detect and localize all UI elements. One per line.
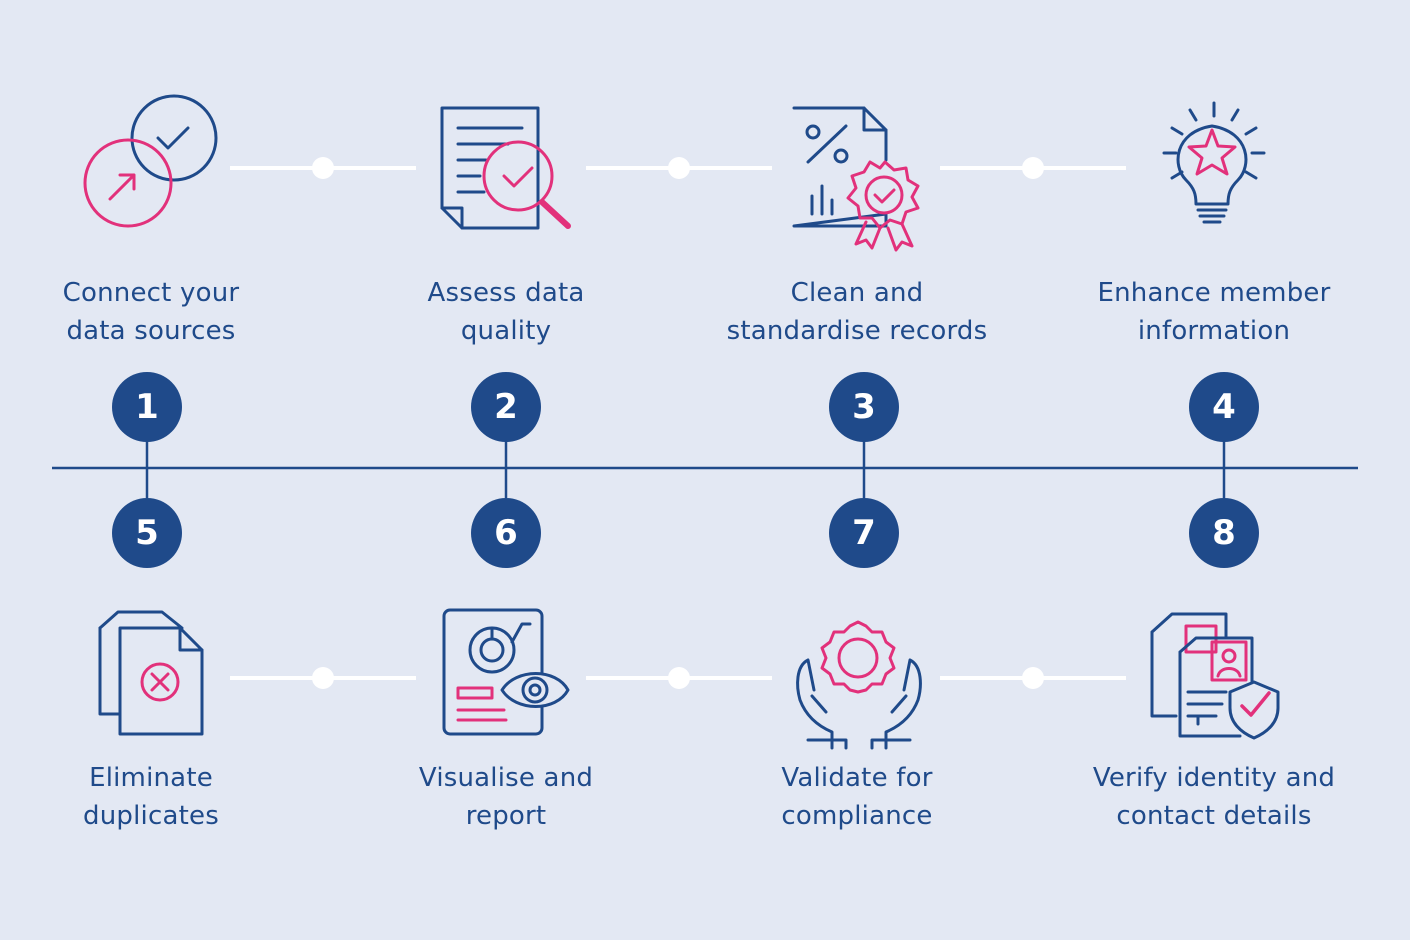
hands-gear-icon [796,620,922,750]
top-connector-2 [586,157,772,179]
step-1-number-badge: 1 [112,372,182,442]
step-8-number-badge: 8 [1189,498,1259,568]
step-2-number-badge: 2 [471,372,541,442]
step-3-number-badge: 3 [829,372,899,442]
lightbulb-star-icon [1162,101,1266,224]
connect-circles-icon [83,94,218,228]
id-shield-icon [1150,612,1280,740]
top-connector-1 [230,157,416,179]
timeline-ticks [145,440,1226,498]
step-4-label: Enhance member information [1097,278,1331,346]
bottom-connector-3 [940,667,1126,689]
step-2-label: Assess data quality [427,278,585,346]
bottom-connector-2 [586,667,772,689]
bottom-connector-1 [230,667,416,689]
step-6-number-badge: 6 [471,498,541,568]
step-7-label: Validate for compliance [781,763,933,831]
step-5-label: Eliminate duplicates [83,763,219,831]
step-4-number-badge: 4 [1189,372,1259,442]
duplicate-files-icon [98,610,204,736]
step-8-label: Verify identity and contact details [1092,763,1336,831]
step-3-label: Clean and standardise records [726,278,988,346]
step-6-label: Visualise and report [418,763,594,831]
step-7-number-badge: 7 [829,498,899,568]
step-5-number-badge: 5 [112,498,182,568]
report-eye-icon [442,608,570,736]
top-connector-3 [940,157,1126,179]
document-magnifier-icon [440,106,571,230]
step-1-label: Connect your data sources [62,278,240,346]
certified-report-icon [792,106,920,252]
